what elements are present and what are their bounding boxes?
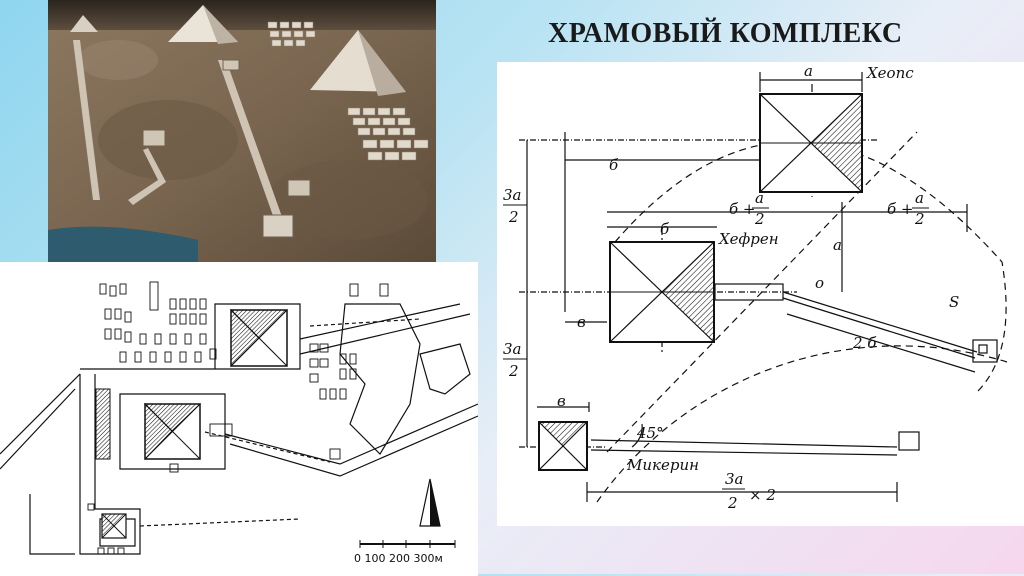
label-mikerin: Микерин [626,456,699,474]
giza-model-illustration [48,0,436,262]
label-khefren: Хефрен [718,230,779,248]
label-45: 45° [636,424,664,442]
label-b-plus-right: б + [887,200,914,218]
label-v-mid: в [577,313,586,331]
label-v-low: в [557,392,566,410]
mikerin-pyramid-plan [101,513,127,539]
khefren-pyramid-diagram [609,241,715,343]
label-o: о [815,274,824,292]
khefren-pyramid-plan [143,402,202,461]
label-2-frac: 2 [754,210,765,228]
label-a: а [804,62,813,80]
label-2-bottom: 2 [727,494,738,512]
north-arrow-icon [419,478,441,527]
label-b-top: б [609,156,619,174]
label-a-frac-right: а [915,189,924,207]
mikerin-pyramid-diagram [538,421,588,471]
label-2-top: 2 [508,208,519,226]
label-3a-low: 3а [503,340,522,358]
slide-title: ХРАМОВЫЙ КОМПЛЕКС [548,18,903,49]
giza-model-photo [48,0,436,262]
site-plan-drawing: 0 100 200 300м [0,281,478,565]
label-b-mid: б [660,220,670,238]
giza-site-plan: 0 100 200 300м [0,262,478,576]
label-cheops: Хеопс [866,64,914,82]
label-a-frac: а [755,189,764,207]
cheops-pyramid-diagram [759,93,863,193]
label-x2: × 2 [749,486,776,504]
label-s: S [949,293,959,311]
scale-label: 0 100 200 300м [354,552,443,565]
scale-bar: 0 100 200 300м [354,540,456,565]
pyramid-geometry-diagram: а Хеопс б 3а 2 б + а 2 б + а 2 б Хефрен … [497,62,1024,526]
label-b-plus: б + [729,200,756,218]
label-3a-top: 3а [503,186,522,204]
label-a-vertical: а [833,236,842,254]
label-2b: 2 б [852,334,877,352]
geometry-drawing: а Хеопс б 3а 2 б + а 2 б + а 2 б Хефрен … [503,62,1008,512]
label-2-frac-right: 2 [914,210,925,228]
label-3a-bottom: 3а [725,470,744,488]
label-2-low: 2 [508,362,519,380]
cheops-pyramid-plan [229,308,289,368]
